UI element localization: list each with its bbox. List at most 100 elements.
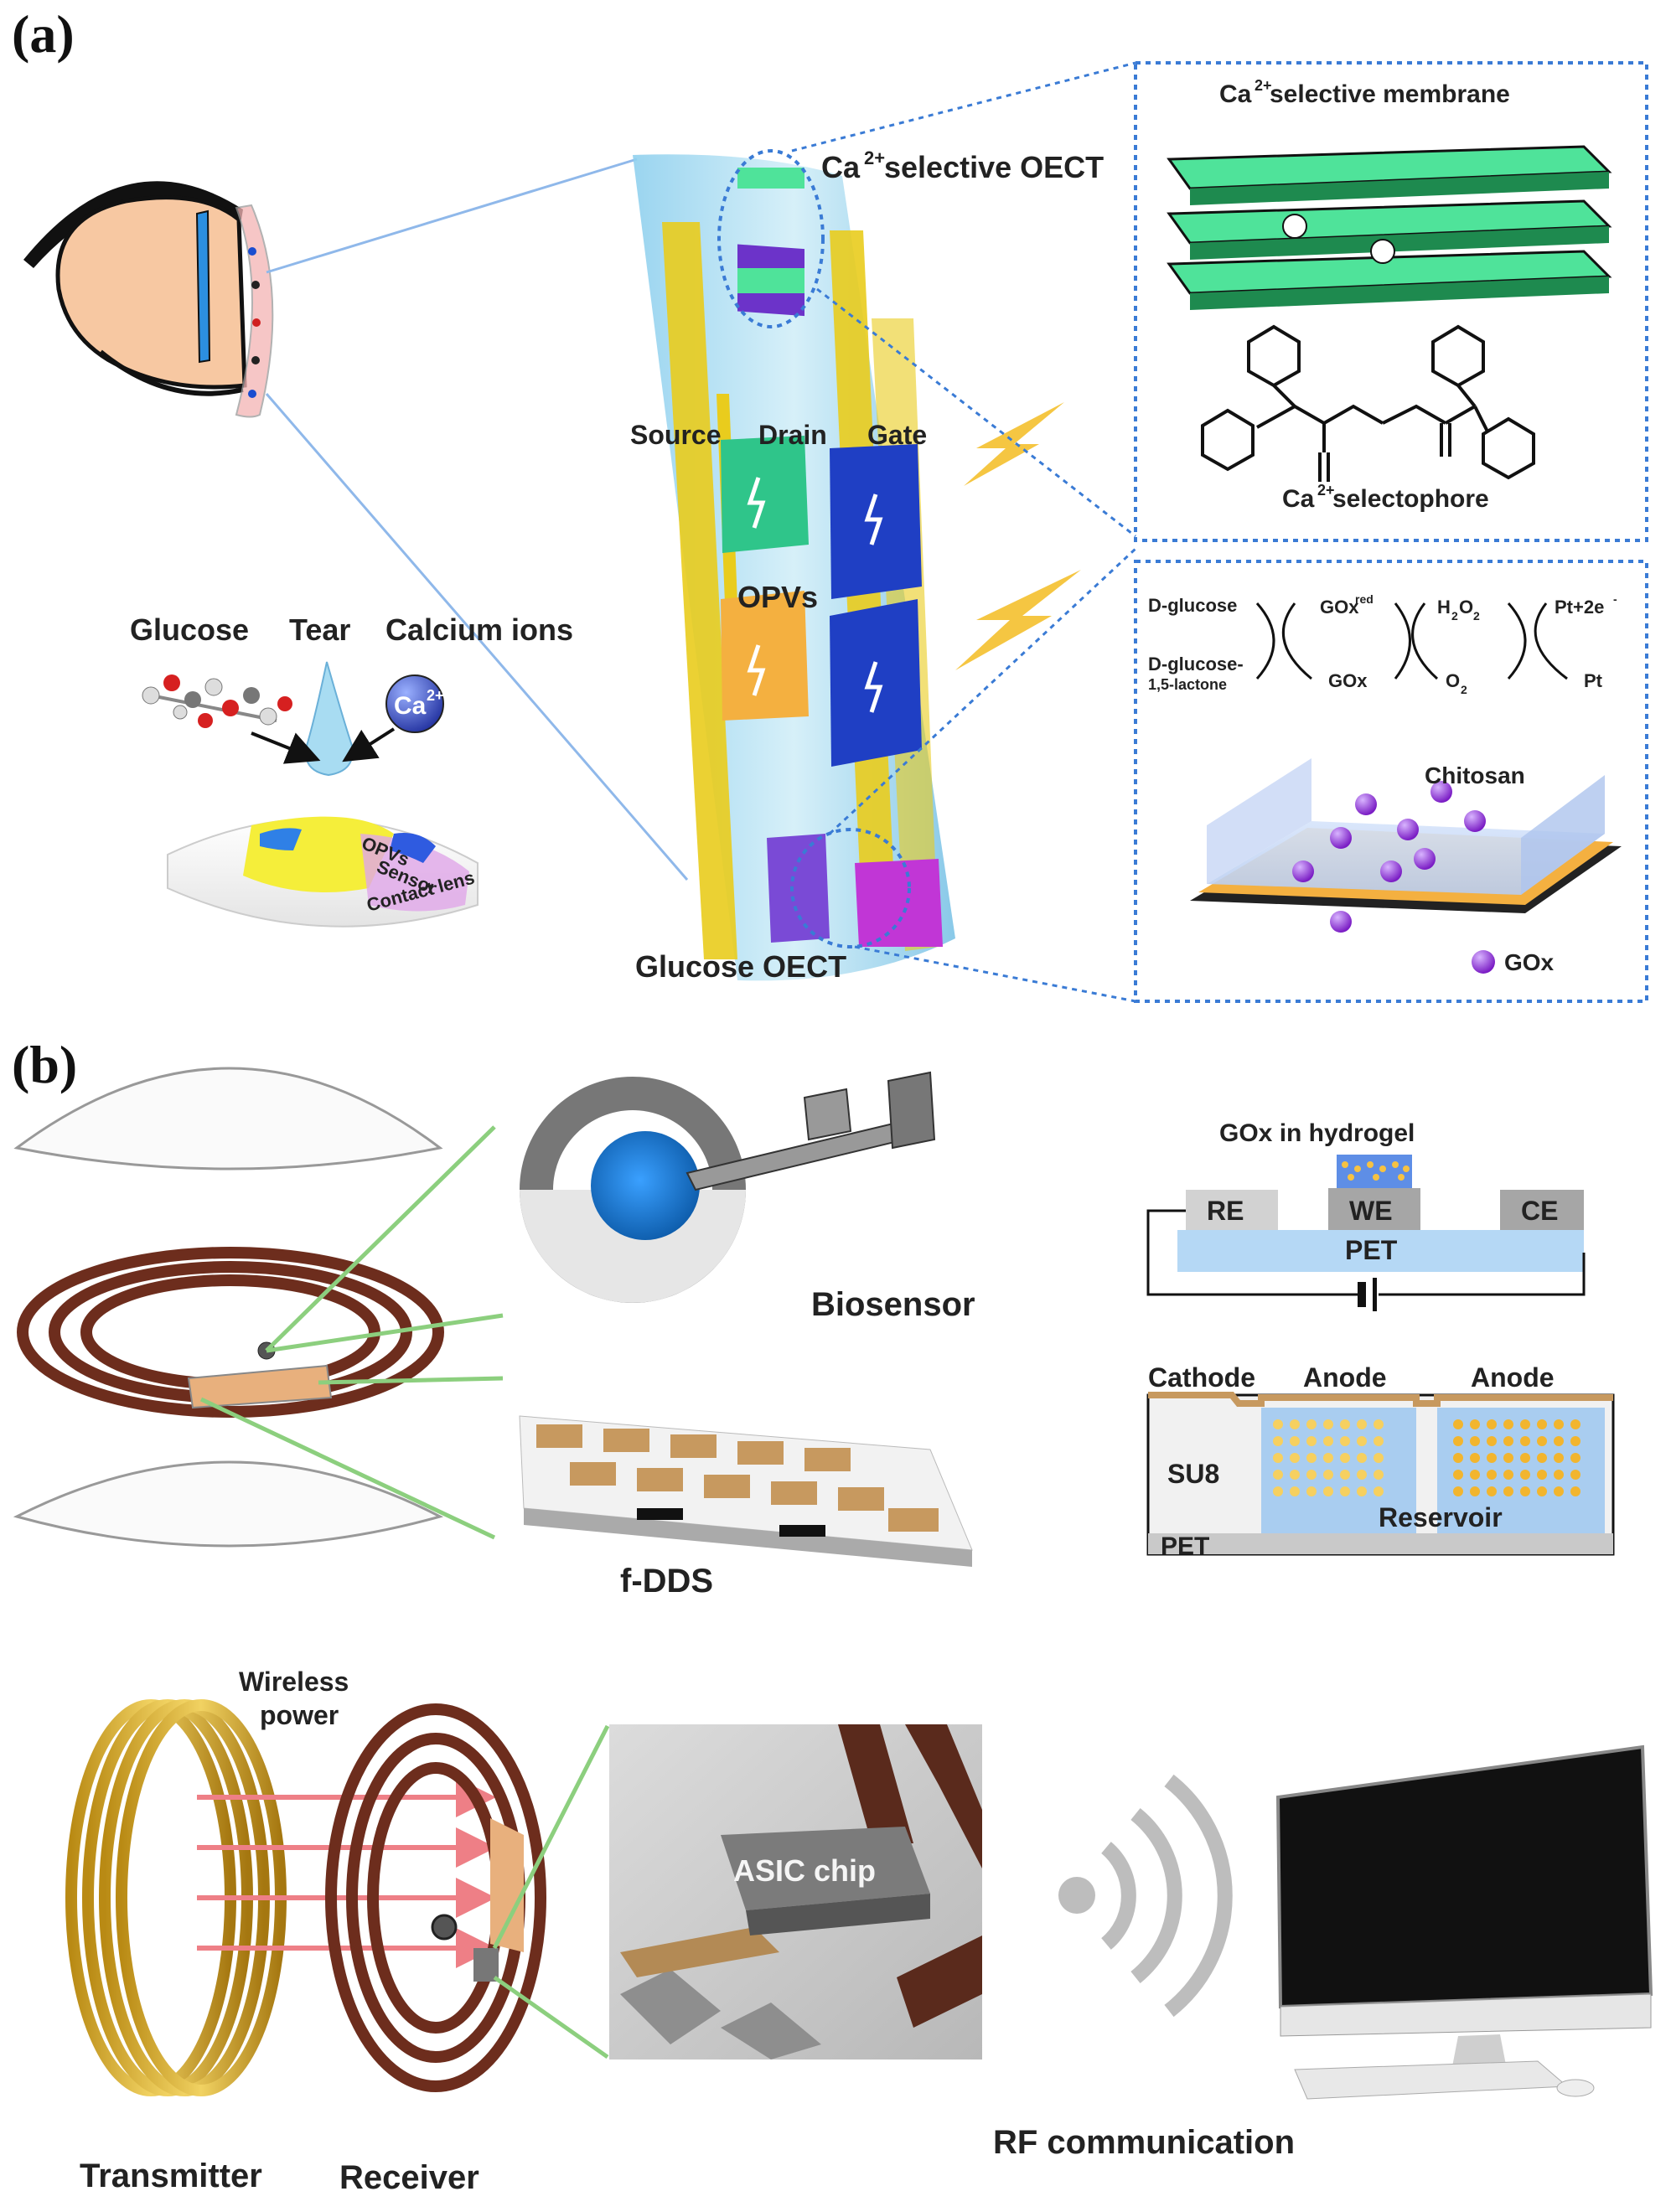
eye-illustration [23,181,274,418]
lightning-icon [964,402,1064,486]
selectophore-label: Ca 2+ selectophore [1282,482,1489,513]
gox-legend-label: GOx [1504,949,1555,975]
connector-line [854,945,1136,1003]
connector-line [493,1975,609,2060]
reservoir-schematic [1146,1392,1615,1556]
svg-text:red: red [1355,592,1374,606]
svg-text:2+: 2+ [1255,77,1272,94]
gox-legend-marker [1472,950,1495,974]
svg-text:-: - [1613,592,1617,606]
svg-text:Pt+2e: Pt+2e [1555,597,1604,618]
wireless-power-label-2: power [260,1700,339,1730]
connector-line [199,1397,496,1540]
svg-text:selective OECT: selective OECT [884,150,1104,184]
connector-line [265,393,689,881]
biosensor-illustration [520,1071,936,1303]
glucose-molecule-icon [142,674,292,728]
panel-b-label: (b) [12,1035,77,1094]
svg-text:Pt: Pt [1584,670,1603,691]
svg-text:Ca: Ca [1219,80,1252,108]
calcium-ions-label: Calcium ions [385,612,573,647]
connector-line [265,1125,496,1352]
reaction-scheme: D-glucose D-glucose- 1,5-lactone GOx red… [1148,592,1617,696]
drain-label: Drain [758,420,827,450]
asic-chip-label: ASIC chip [733,1853,876,1888]
callout-ellipse [717,149,825,328]
glucose-oect-label: Glucose OECT [635,949,846,984]
svg-text:2+: 2+ [864,147,885,168]
svg-text:GOx: GOx [1328,670,1368,691]
membrane-layers-illustration [1167,145,1612,310]
receiver-label: Receiver [339,2159,479,2196]
anode-label-2: Anode [1471,1362,1555,1393]
computer-monitor-icon [1275,1744,1653,2100]
transmitter-label: Transmitter [80,2158,262,2194]
pet-label: PET [1345,1235,1398,1265]
connector-line [791,61,1136,152]
cathode-label: Cathode [1148,1362,1255,1393]
tear-label: Tear [289,612,350,647]
exploded-lens-stack [13,1067,444,1548]
drug-dots [1273,1419,1384,1496]
svg-text:Ca: Ca [1282,485,1315,513]
svg-text:2: 2 [1473,609,1480,623]
electrode-schematic [1146,1155,1586,1311]
gox-in-hydrogel-label: GOx in hydrogel [1219,1119,1415,1147]
rf-communication-label: RF communication [993,2124,1295,2161]
svg-text:1,5-lactone: 1,5-lactone [1148,676,1227,693]
lightning-icon [955,570,1081,670]
connector-line [492,1724,610,1950]
chitosan-label: Chitosan [1425,762,1525,788]
svg-text:2: 2 [1461,683,1467,696]
connector-line [266,1313,504,1353]
callout-ellipse [790,828,911,948]
chitosan-electrode-illustration [1190,758,1622,933]
su8-label: SU8 [1167,1459,1219,1489]
f-dds-label: f-DDS [620,1563,713,1600]
calcium-ion-icon: Ca 2+ [385,674,444,733]
gate-label: Gate [867,420,927,450]
reservoir-label: Reservoir [1379,1502,1503,1532]
svg-text:2+: 2+ [1317,482,1335,499]
arrow [342,727,396,762]
f-dds-illustration [519,1415,973,1567]
arrow [251,731,321,764]
asic-chip-photo [609,1724,982,2060]
we-label: WE [1349,1196,1393,1226]
svg-text:GOx: GOx [1320,597,1359,618]
membrane-callout-box [1134,61,1648,542]
wireless-power-label-1: Wireless [239,1667,349,1697]
svg-text:O: O [1446,670,1460,691]
drug-dots-2 [1453,1419,1580,1496]
svg-text:Ca: Ca [394,692,427,720]
opvs-label: OPVs [737,580,818,614]
svg-text:O: O [1459,597,1473,618]
flexible-device-strip [633,154,955,981]
contact-lens-illustration [167,816,479,928]
connector-line [816,287,1136,538]
glucose-label: Glucose [130,612,249,647]
svg-text:selective membrane: selective membrane [1270,80,1510,108]
selectophore-structure [1201,324,1535,482]
connector-line [318,1376,504,1385]
source-label: Source [630,420,721,450]
ce-label: CE [1521,1196,1558,1226]
svg-text:2+: 2+ [427,687,444,704]
re-label: RE [1207,1196,1244,1226]
svg-text:H: H [1437,597,1451,618]
anode-label-1: Anode [1303,1362,1387,1393]
glucose-callout-box [1134,560,1648,1003]
connector-line [266,158,638,274]
biosensor-label: Biosensor [811,1286,975,1323]
rf-wave-icon [1058,1774,1233,2018]
svg-text:Ca: Ca [821,150,861,184]
svg-text:D-glucose-: D-glucose- [1148,654,1244,674]
svg-text:selectophore: selectophore [1332,485,1489,513]
membrane-title: Ca 2+ selective membrane [1219,77,1510,108]
svg-text:2: 2 [1451,609,1458,623]
ca-selective-oect-label: Ca 2+ selective OECT [821,147,1104,184]
pet-label-2: PET [1161,1532,1209,1560]
svg-text:D-glucose: D-glucose [1148,595,1237,616]
